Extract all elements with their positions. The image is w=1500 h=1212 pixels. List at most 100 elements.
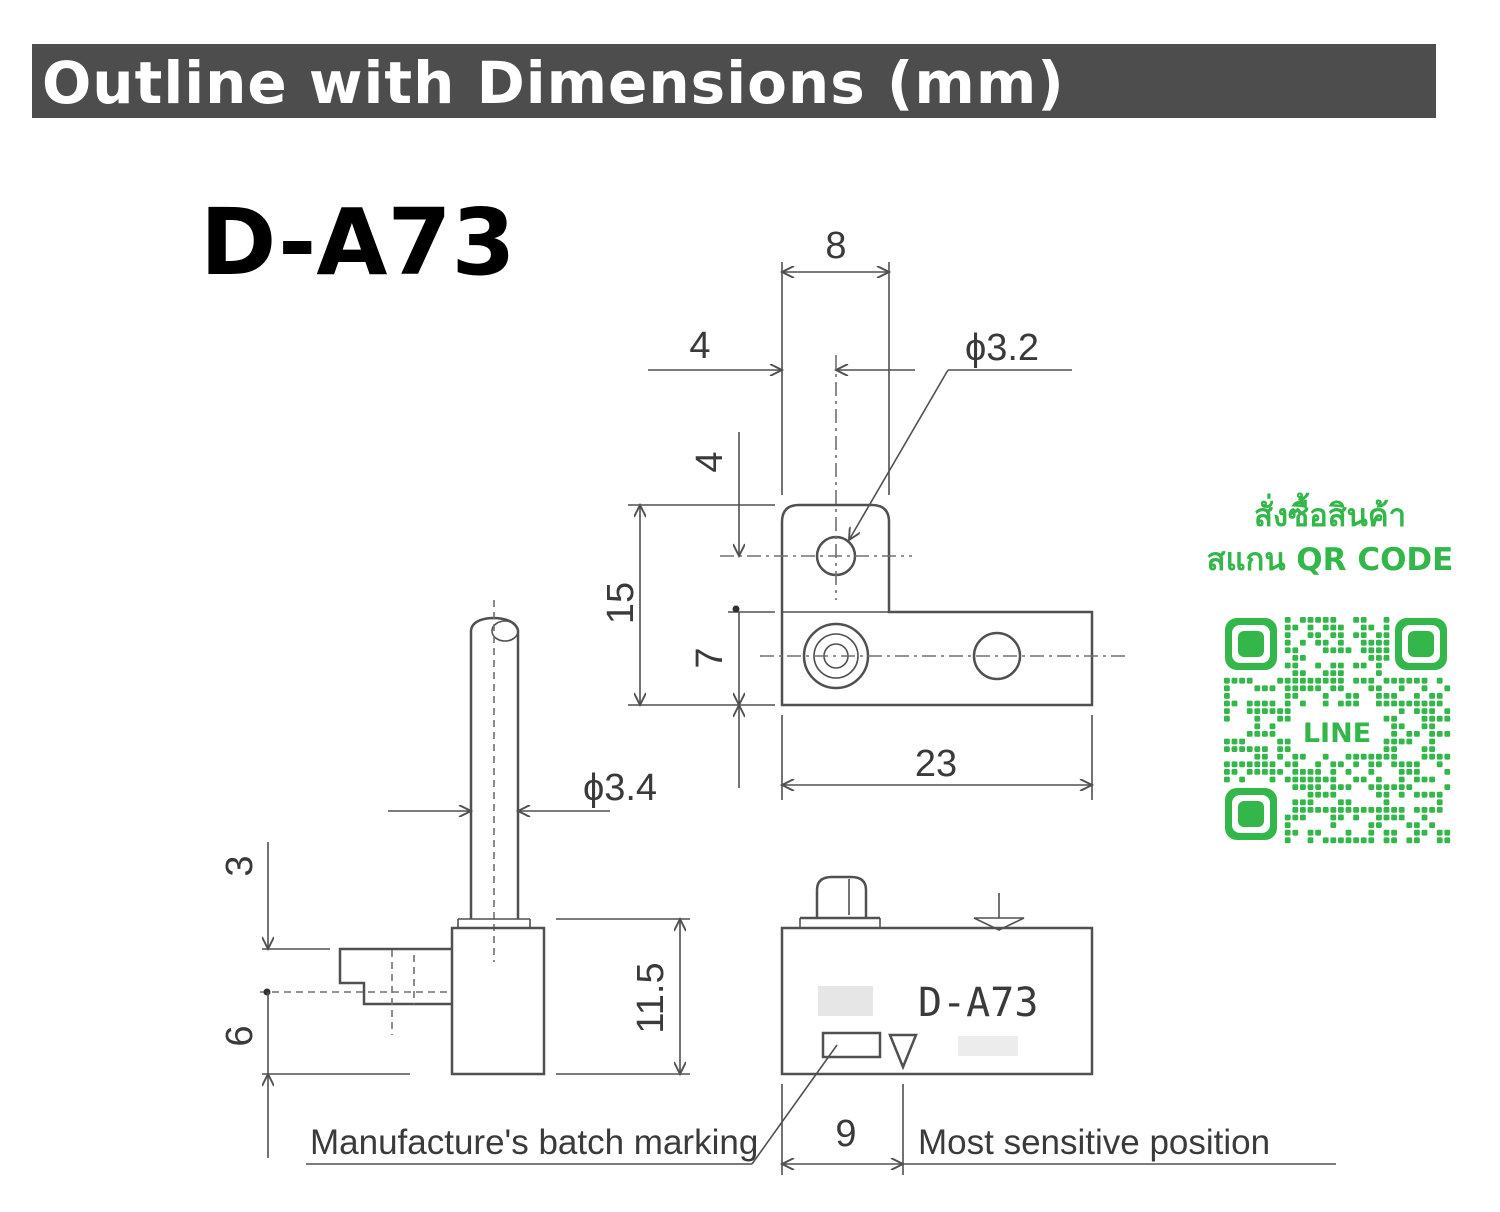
qr-module <box>1284 708 1291 714</box>
qr-module <box>1414 731 1420 737</box>
qr-module <box>1436 693 1443 699</box>
qr-module <box>1315 761 1321 768</box>
qr-finder-bottom-left <box>1225 788 1277 840</box>
qr-module <box>1414 761 1420 768</box>
sensitive-position-label: Most sensitive position <box>918 1123 1270 1162</box>
qr-module <box>1391 693 1397 699</box>
qr-module <box>1224 700 1230 707</box>
qr-module <box>1292 769 1299 775</box>
qr-module <box>1338 639 1344 646</box>
qr-module <box>1429 776 1435 783</box>
qr-module <box>1429 715 1435 722</box>
qr-module <box>1345 693 1352 699</box>
qr-module <box>1284 814 1291 821</box>
page-title: Outline with Dimensions (mm) <box>42 49 1065 117</box>
scan-qr-text: สแกน QR CODE <box>1206 542 1454 578</box>
qr-module <box>1368 807 1375 813</box>
qr-module <box>1330 624 1337 631</box>
qr-module <box>1353 807 1359 813</box>
qr-module <box>1292 799 1299 806</box>
body-marking: D-A73 <box>918 980 1038 1026</box>
qr-module <box>1292 829 1299 836</box>
qr-module <box>1315 677 1321 684</box>
qr-module <box>1284 617 1291 623</box>
qr-module <box>1353 700 1359 707</box>
qr-module <box>1330 784 1337 790</box>
qr-module <box>1345 829 1352 836</box>
qr-module <box>1429 731 1435 737</box>
qr-module <box>1224 693 1230 699</box>
line-qr-code[interactable]: LINE <box>1223 616 1451 844</box>
qr-module <box>1353 677 1359 684</box>
qr-module <box>1284 677 1291 684</box>
qr-module <box>1338 807 1344 813</box>
qr-module <box>1406 769 1413 775</box>
qr-module <box>1360 753 1367 760</box>
qr-module <box>1322 791 1329 798</box>
qr-module <box>1300 753 1306 760</box>
qr-module <box>1322 670 1329 676</box>
qr-module <box>1322 639 1329 646</box>
qr-module <box>1376 784 1382 790</box>
qr-module <box>1406 837 1413 844</box>
qr-module <box>1307 776 1314 783</box>
qr-module <box>1444 837 1451 844</box>
qr-module <box>1262 753 1268 760</box>
order-promo: สั่งซื้อสินค้า สแกน QR CODE <box>1180 494 1480 582</box>
qr-module <box>1224 677 1230 684</box>
qr-module <box>1391 814 1397 821</box>
qr-module <box>1239 776 1245 783</box>
qr-module <box>1300 685 1306 692</box>
qr-module <box>1421 685 1428 692</box>
qr-module <box>1338 670 1344 676</box>
qr-module <box>1292 807 1299 813</box>
qr-module <box>1406 731 1413 737</box>
qr-module <box>1383 837 1390 844</box>
qr-module <box>1338 624 1344 631</box>
qr-module <box>1292 753 1299 760</box>
qr-module <box>1246 746 1253 752</box>
qr-module <box>1246 677 1253 684</box>
qr-module <box>1262 731 1268 737</box>
qr-module <box>1254 685 1261 692</box>
qr-module <box>1391 738 1397 745</box>
qr-module <box>1292 655 1299 661</box>
qr-module <box>1421 715 1428 722</box>
qr-module <box>1315 769 1321 775</box>
qr-module <box>1300 617 1306 623</box>
qr-module <box>1383 632 1390 638</box>
qr-module <box>1383 647 1390 654</box>
qr-module <box>1360 647 1367 654</box>
batch-marking-label: Manufacture's batch marking <box>310 1123 758 1162</box>
qr-module <box>1292 677 1299 684</box>
qr-module <box>1284 746 1291 752</box>
dim-cable-diameter: ϕ3.4 <box>583 767 657 809</box>
qr-module <box>1330 761 1337 768</box>
qr-module <box>1436 677 1443 684</box>
dim-top-width: 8 <box>825 225 846 267</box>
qr-module <box>1338 700 1344 707</box>
front-body <box>780 926 1094 1076</box>
qr-module <box>1383 617 1390 623</box>
qr-module <box>1292 624 1299 631</box>
qr-module <box>1338 632 1344 638</box>
qr-module <box>1284 837 1291 844</box>
qr-module <box>1368 761 1375 768</box>
qr-module <box>1224 738 1230 745</box>
qr-module <box>1436 837 1443 844</box>
qr-module <box>1224 685 1230 692</box>
qr-module <box>1254 761 1261 768</box>
qr-module <box>1307 799 1314 806</box>
qr-module <box>1330 807 1337 813</box>
qr-module <box>1330 670 1337 676</box>
qr-module <box>1254 746 1261 752</box>
qr-module <box>1338 761 1344 768</box>
qr-module <box>1300 769 1306 775</box>
qr-module <box>1307 677 1314 684</box>
dim-base-height: 7 <box>689 647 731 668</box>
qr-module <box>1330 769 1337 775</box>
qr-module <box>1391 677 1397 684</box>
qr-module <box>1269 708 1276 714</box>
qr-module <box>1383 799 1390 806</box>
